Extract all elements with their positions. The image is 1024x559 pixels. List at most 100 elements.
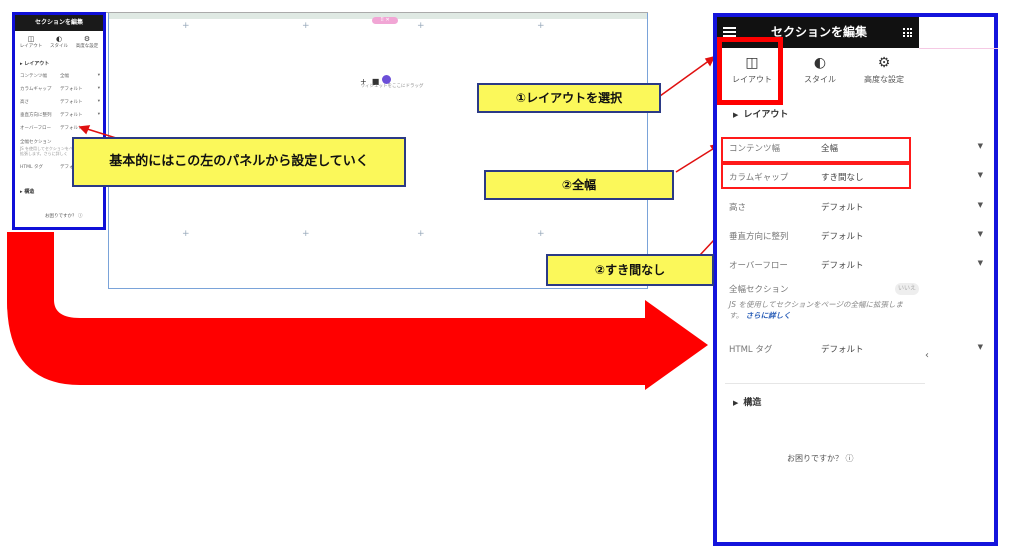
mini-widget-hint: ウィジェットをここにドラッグ: [360, 84, 424, 89]
chevron-down-icon: ▾: [97, 86, 100, 91]
tab-label: 高度な設定: [864, 75, 904, 84]
row-label: 全幅セクション: [729, 285, 789, 295]
canvas-edge-line: [919, 48, 998, 49]
help-label: お困りですか？: [787, 454, 843, 463]
editor-panel: セクションを編集 ◫ レイアウト ◐ スタイル ⚙ 高度な設定 ▶レイアウト コ…: [713, 13, 998, 546]
menu-icon[interactable]: [723, 27, 736, 37]
collapse-panel-icon[interactable]: ‹: [925, 350, 929, 361]
row-value: 全幅: [821, 144, 839, 154]
fullwidth-description: JS を使用してセクションをページの全幅に拡張します。 さらに詳しく: [729, 299, 914, 321]
row-fullwidth-section: 全幅セクション: [729, 279, 989, 299]
mini-row-height[interactable]: 高さ デフォルト ▾: [20, 99, 100, 109]
mini-help-label: お困りですか？: [45, 214, 77, 219]
mini-row-value: デフォルト: [60, 100, 83, 105]
mini-tab-layout[interactable]: ◫レイアウト: [17, 35, 45, 49]
fullwidth-desc-text: JS を使用してセクションをページの全幅に拡張します。: [729, 300, 903, 320]
tab-label: レイアウト: [732, 75, 772, 84]
chevron-down-icon: ▼: [977, 343, 983, 351]
half-circle-icon: ◐: [55, 35, 63, 43]
highlight-layout-tab: [717, 37, 783, 105]
row-column-gap[interactable]: カラムギャップ すき間なし ▼: [729, 167, 989, 187]
caret-right-icon: ▶: [733, 111, 739, 119]
section-structure-toggle[interactable]: ▶ 構造: [733, 395, 761, 408]
chevron-down-icon: ▾: [97, 99, 100, 104]
callout-panel-note: 基本的にはこの左のパネルから設定していく: [72, 137, 406, 187]
callout-step2-fullwidth: ②全幅: [484, 170, 674, 200]
tab-label: スタイル: [804, 75, 836, 84]
mini-add-icon: +: [537, 21, 545, 31]
row-value: デフォルト: [821, 232, 864, 242]
pointer-line: [675, 146, 717, 173]
row-value: デフォルト: [821, 203, 864, 213]
mini-tab-label: 高度な設定: [75, 44, 99, 49]
question-icon: ⓘ: [845, 454, 854, 463]
gear-icon: ⚙: [83, 35, 91, 43]
mini-row-label: コンテンツ幅: [20, 74, 47, 79]
mini-section-label: 構造: [24, 189, 35, 195]
mini-row-column-gap[interactable]: カラムギャップデフォルト▾: [20, 86, 100, 96]
row-vertical-align[interactable]: 垂直方向に整列 デフォルト ▼: [729, 226, 989, 246]
mini-row-label: オーバーフロー: [20, 126, 52, 131]
callout-step1: ①レイアウトを選択: [477, 83, 661, 113]
chevron-down-icon: ▾: [97, 112, 100, 117]
columns-icon: ◫: [745, 55, 759, 71]
row-overflow[interactable]: オーバーフロー デフォルト ▼: [729, 255, 989, 275]
row-label: オーバーフロー: [729, 261, 788, 271]
columns-icon: ◫: [27, 35, 35, 43]
chevron-down-icon: ▼: [977, 230, 983, 238]
big-red-arrow-head: [645, 300, 708, 390]
mini-help-link[interactable]: お困りですか？ ⓘ: [45, 213, 82, 219]
tab-advanced[interactable]: ⚙ 高度な設定: [849, 55, 919, 85]
mini-section-handle[interactable]: ⠿ ✕: [372, 17, 398, 24]
pointer-line: [659, 59, 711, 97]
mini-fullwidth-desc: JS を使用してセクションをページの全幅に拡張します。さらに詳しく: [20, 146, 97, 156]
mini-row-value: デフォルト: [60, 87, 83, 92]
mini-tab-advanced[interactable]: ⚙高度な設定: [73, 35, 101, 49]
mini-panel-title: セクションを編集: [15, 15, 103, 31]
mini-add-icon: +: [302, 229, 310, 239]
question-icon: ⓘ: [77, 214, 83, 219]
mini-row-vertical-align[interactable]: 垂直方向に整列デフォルト▾: [20, 112, 100, 122]
half-circle-icon: ◐: [813, 55, 827, 71]
chevron-down-icon: ▼: [977, 142, 983, 150]
section-structure-label: 構造: [743, 398, 762, 408]
mini-add-section-icons[interactable]: + ■: [360, 75, 391, 86]
mini-add-icon: +: [417, 21, 425, 31]
help-link[interactable]: お困りですか？ ⓘ: [787, 453, 854, 464]
chevron-down-icon: ▾: [97, 73, 100, 78]
mini-row-value: デフォルト: [60, 164, 83, 170]
mini-section-layout[interactable]: ▸ レイアウト: [20, 61, 50, 67]
mini-section-structure[interactable]: ▸ 構造: [20, 189, 35, 195]
chevron-down-icon: ▼: [977, 171, 983, 179]
gear-icon: ⚙: [877, 55, 891, 71]
mini-row-value: デフォルト: [60, 126, 83, 131]
pointer-line: [83, 127, 117, 139]
mini-tab-style[interactable]: ◐スタイル: [45, 35, 73, 49]
mini-tab-label: スタイル: [50, 44, 68, 49]
section-layout-toggle[interactable]: ▶レイアウト: [733, 107, 788, 120]
row-label: 垂直方向に整列: [729, 232, 789, 242]
mini-row-content-width[interactable]: コンテンツ幅 全幅 ▾: [20, 73, 100, 83]
mini-row-label: 高さ: [20, 100, 29, 105]
mini-row-value: 全幅: [60, 74, 69, 79]
learn-more-link[interactable]: さらに詳しく: [745, 311, 791, 320]
mini-row-label: 垂直方向に整列: [20, 113, 52, 118]
row-value: すき間なし: [821, 173, 864, 183]
fullwidth-toggle[interactable]: いいえ: [895, 283, 919, 295]
row-height[interactable]: 高さ デフォルト ▼: [729, 197, 989, 217]
row-label: コンテンツ幅: [729, 144, 781, 154]
tab-layout[interactable]: ◫ レイアウト: [717, 55, 787, 85]
apps-grid-icon[interactable]: [903, 28, 912, 37]
mini-add-icon: +: [182, 229, 190, 239]
row-label: 高さ: [729, 203, 747, 213]
caret-right-icon: ▶: [733, 399, 739, 407]
row-label: HTML タグ: [729, 345, 773, 355]
big-red-arrow-body: [7, 232, 650, 385]
row-html-tag[interactable]: HTML タグ デフォルト ▼: [729, 339, 989, 359]
mini-row-overflow[interactable]: オーバーフロー デフォルト: [20, 125, 100, 135]
highlight-column-gap: [721, 163, 911, 189]
panel-header: セクションを編集: [717, 17, 919, 48]
row-content-width[interactable]: コンテンツ幅 全幅 ▼: [729, 138, 989, 158]
tab-style[interactable]: ◐ スタイル: [785, 55, 855, 85]
